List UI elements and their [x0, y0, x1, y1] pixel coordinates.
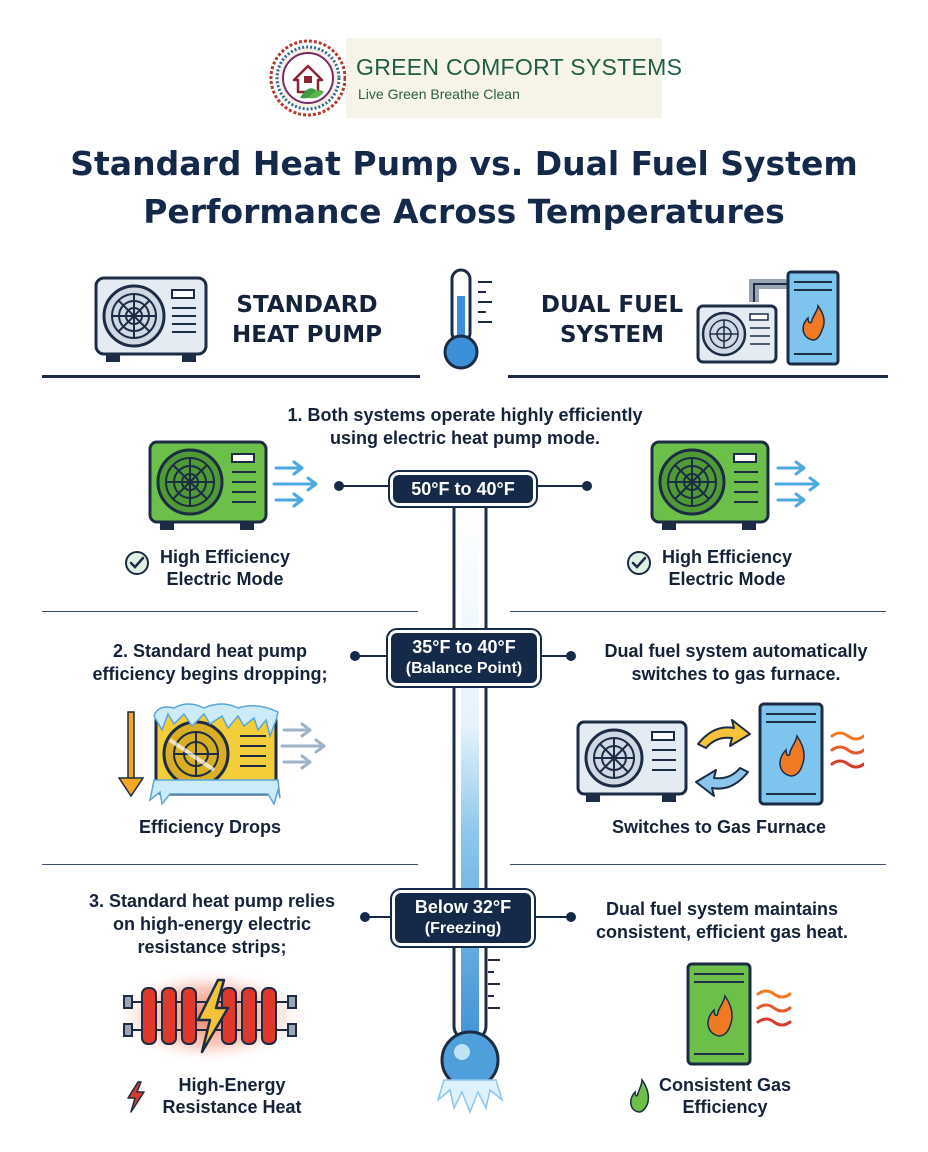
lightning-icon [124, 1080, 148, 1119]
switch-arrows-icon [695, 719, 751, 797]
column-heading-standard-line-1: STANDARD [236, 292, 378, 318]
stage-1-left-caption-line-1: High Efficiency [159, 547, 291, 567]
airflow-arrows-icon [272, 460, 318, 508]
heat-pump-unit-icon [92, 274, 212, 371]
connector-line [540, 655, 570, 657]
gas-furnace-icon [686, 962, 752, 1066]
column-heading-dual-line-1: DUAL FUEL [540, 292, 684, 318]
frozen-unit-group [117, 700, 338, 815]
stage-3-right-caption-line-2: Efficiency [682, 1097, 768, 1117]
connector-dot [566, 912, 576, 922]
brand-name: GREEN COMFORT SYSTEMS [356, 54, 683, 80]
stage-1-right-caption-line-2: Electric Mode [668, 569, 786, 589]
stage-1-text-line-2: using electric heat pump mode. [329, 428, 601, 448]
page-title-line-2: Performance Across Temperatures [143, 192, 785, 231]
stage-3-right-caption: Consistent Gas Efficiency [650, 1074, 800, 1118]
stage-3-left-text-line-2: on high-energy electric [112, 914, 312, 934]
temp-badge-stage-3: Below 32°F (Freezing) [392, 890, 534, 946]
section-divider-right [510, 611, 886, 612]
stage-2-right-text-line-1: Dual fuel system automatically [604, 641, 868, 661]
stage-1-left-caption: High Efficiency Electric Mode [150, 546, 300, 590]
stage-3-right-text-line-2: consistent, efficient gas heat. [595, 922, 849, 942]
section-divider-left [42, 864, 418, 865]
connector-dot [350, 651, 360, 661]
heat-pump-unit-green-right [648, 438, 826, 543]
connector-line [534, 916, 568, 918]
stage-3-left-text-line-1: 3. Standard heat pump relies [88, 891, 336, 911]
logo-house-leaf-icon [269, 39, 347, 117]
stage-2-right-caption: Switches to Gas Furnace [611, 817, 827, 837]
header-divider-left [42, 375, 420, 378]
connector-line [340, 485, 394, 487]
temp-badge-stage-2-line-1: 35°F to 40°F [412, 637, 516, 657]
brand-tagline: Live Green Breathe Clean [358, 86, 520, 102]
stage-1-right-caption: High Efficiency Electric Mode [652, 546, 802, 590]
connector-line [366, 916, 394, 918]
resistance-heater-icon [110, 966, 310, 1071]
brand-logo [268, 38, 348, 118]
check-circle-icon [626, 550, 652, 581]
stage-2-right-text: Dual fuel system automatically switches … [586, 640, 886, 686]
lightning-icon [196, 978, 230, 1054]
temp-badge-stage-2: 35°F to 40°F (Balance Point) [388, 630, 540, 686]
connector-dot [582, 481, 592, 491]
heat-pump-unit-green-left [146, 438, 324, 543]
column-heading-standard-line-2: HEAT PUMP [232, 322, 382, 348]
section-divider-right [510, 864, 886, 865]
stage-2-left-text: 2. Standard heat pump efficiency begins … [60, 640, 360, 686]
stage-1-text-line-1: 1. Both systems operate highly efficient… [287, 405, 643, 425]
stage-3-left-text: 3. Standard heat pump relies on high-ene… [60, 890, 364, 959]
connector-line [530, 485, 584, 487]
gas-furnace-green-group [684, 960, 814, 1075]
heat-pump-unit-icon [576, 720, 688, 802]
stage-3-left-caption-line-2: Resistance Heat [162, 1097, 302, 1117]
stage-1-right-caption-line-1: High Efficiency [661, 547, 793, 567]
stage-3-left-text-line-3: resistance strips; [137, 937, 287, 957]
temp-badge-stage-3-line-1: Below 32°F [414, 897, 512, 917]
connector-dot [360, 912, 370, 922]
airflow-arrows-icon [280, 722, 326, 770]
stage-3-left-caption-line-1: High-Energy [178, 1075, 286, 1095]
gas-furnace-icon [758, 702, 824, 806]
central-thermometer [420, 480, 520, 1152]
frozen-unit-icon [148, 703, 281, 806]
down-arrow-icon [117, 711, 145, 798]
page-title-line-1: Standard Heat Pump vs. Dual Fuel System [70, 144, 858, 183]
airflow-arrows-icon [774, 460, 820, 508]
section-divider-left [42, 611, 418, 612]
flame-icon [626, 1077, 652, 1119]
brand-banner [346, 38, 662, 118]
heat-waves-icon [830, 731, 866, 769]
stage-2-right-text-line-2: switches to gas furnace. [631, 664, 841, 684]
stage-2-left-text-line-2: efficiency begins dropping; [92, 664, 328, 684]
connector-dot [334, 481, 344, 491]
stage-3-right-text: Dual fuel system maintains consistent, e… [582, 898, 862, 944]
stage-2-left-caption: Efficiency Drops [138, 817, 282, 837]
connector-line [356, 655, 390, 657]
header-divider-right [508, 375, 888, 378]
switch-to-furnace-group [574, 700, 866, 815]
stage-3-left-caption: High-Energy Resistance Heat [150, 1074, 314, 1118]
temp-badge-stage-2-line-2: (Balance Point) [405, 660, 523, 677]
column-heading-dual: DUAL FUEL SYSTEM [532, 290, 692, 350]
stage-3-right-caption-line-1: Consistent Gas [658, 1075, 792, 1095]
column-heading-standard: STANDARD HEAT PUMP [222, 290, 392, 350]
column-heading-dual-line-2: SYSTEM [559, 322, 665, 348]
check-circle-icon [124, 550, 150, 581]
stage-1-text: 1. Both systems operate highly efficient… [260, 404, 670, 450]
stage-1-left-caption-line-2: Electric Mode [166, 569, 284, 589]
dual-fuel-unit-icon [694, 268, 844, 375]
stage-3-right-text-line-1: Dual fuel system maintains [605, 899, 839, 919]
temp-badge-stage-3-line-2: (Freezing) [424, 920, 502, 937]
connector-dot [566, 651, 576, 661]
thermometer-icon [440, 266, 500, 377]
stage-2-left-text-line-1: 2. Standard heat pump [112, 641, 308, 661]
temp-badge-stage-1: 50°F to 40°F [390, 472, 536, 506]
heat-waves-icon [756, 989, 792, 1027]
